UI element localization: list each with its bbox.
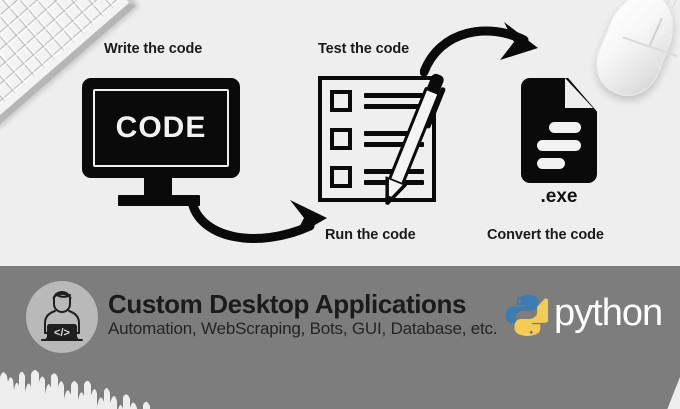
paint-drip-texture	[0, 370, 680, 409]
exe-doc-line	[549, 122, 581, 133]
arrow-convert-icon	[420, 22, 538, 77]
step-label-test: Test the code	[318, 41, 410, 57]
exe-doc-line	[537, 158, 565, 169]
checklist-line	[364, 93, 424, 98]
monitor-frame: CODE	[82, 78, 240, 178]
python-wordmark: python	[554, 292, 663, 334]
mouse-seam	[622, 36, 678, 57]
banner-title: Custom Desktop Applications	[108, 289, 467, 319]
checklist-line	[364, 131, 424, 136]
step-label-convert: Convert the code	[487, 227, 604, 243]
checklist-checkbox	[330, 128, 352, 150]
exe-file-icon	[521, 78, 597, 183]
python-logo-icon	[505, 294, 548, 336]
banner-subtitle: Automation, WebScraping, Bots, GUI, Data…	[108, 319, 498, 338]
monitor-icon: CODE	[82, 78, 242, 206]
monitor-stand-neck	[144, 178, 172, 197]
python-brand: python	[502, 292, 663, 346]
exe-doc-line	[537, 140, 581, 151]
pen-icon	[373, 66, 455, 212]
checklist-checkbox	[330, 166, 352, 188]
mouse-body	[586, 0, 680, 106]
mouse-button-split	[648, 17, 663, 46]
monitor-screen-text: CODE	[115, 111, 207, 144]
avatar: </>	[26, 281, 98, 353]
exe-file-label: .exe	[540, 186, 578, 207]
step-label-write: Write the code	[104, 41, 203, 57]
checklist-line	[364, 104, 424, 109]
step-label-run: Run the code	[325, 227, 416, 243]
developer-at-laptop-icon: </>	[41, 291, 83, 341]
bottom-banner: </> Custom Desktop Applications Automati…	[0, 266, 680, 409]
checklist-line	[364, 142, 424, 147]
arrow-run-icon	[187, 197, 327, 243]
checklist-checkbox	[330, 90, 352, 112]
pen-tip	[385, 176, 408, 209]
avatar-code-glyph: </>	[54, 327, 70, 339]
top-scene: Write the code Test the code Run the cod…	[0, 0, 680, 266]
monitor-screen: CODE	[93, 89, 229, 167]
monitor-stand-base	[118, 195, 200, 206]
